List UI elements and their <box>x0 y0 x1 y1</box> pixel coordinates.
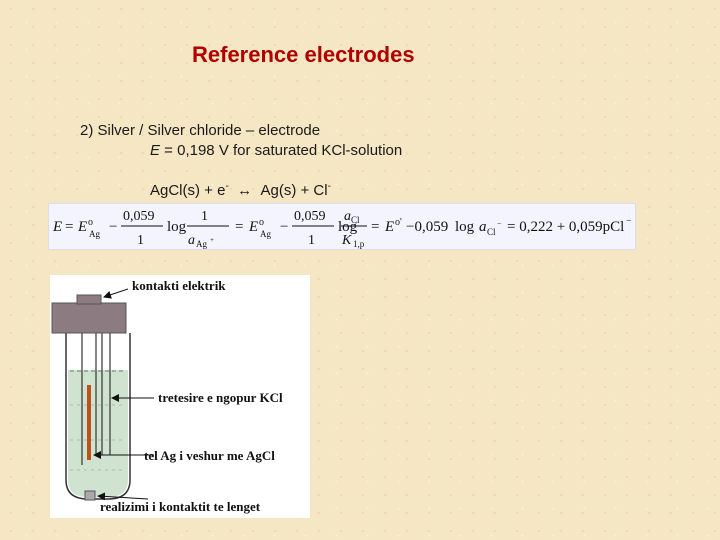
reaction-right: Ag(s) + Cl <box>260 182 328 199</box>
electrode-potential-line: E = 0,198 V for saturated KCl-solution <box>150 142 402 159</box>
svg-text:E: E <box>77 219 87 235</box>
electrode-schematic: kontakti elektrik tretesire e ngopur KCl… <box>51 278 283 514</box>
label-junction: realizimi i kontaktit te lenget <box>100 499 261 514</box>
svg-text:log: log <box>167 219 187 235</box>
svg-text:−: − <box>497 219 502 228</box>
reaction-left: AgCl(s) + e <box>150 182 226 199</box>
nernst-equation: E = E o Ag − 0,059 1 log 1 a Ag + = E o … <box>52 209 632 249</box>
svg-text:E: E <box>248 219 258 235</box>
half-reaction: AgCl(s) + e- ↔ Ag(s) + Cl- <box>150 181 331 199</box>
svg-text:0,059: 0,059 <box>123 209 155 224</box>
svg-text:1: 1 <box>308 233 315 248</box>
svg-text:=: = <box>65 219 73 235</box>
potential-symbol: E <box>150 142 161 159</box>
porous-junction <box>84 490 96 501</box>
svg-text:−0,059: −0,059 <box>406 219 448 235</box>
svg-text:Ag: Ag <box>196 239 207 249</box>
svg-text:1: 1 <box>201 209 208 224</box>
svg-text:o: o <box>88 217 93 228</box>
ag-agcl-wire <box>87 385 91 460</box>
svg-text:K: K <box>341 233 352 248</box>
contact-terminal <box>76 294 102 305</box>
svg-text:log: log <box>338 219 358 235</box>
svg-text:o: o <box>259 217 264 228</box>
svg-text:log: log <box>455 219 475 235</box>
svg-text:−: − <box>109 219 117 235</box>
svg-text:= 0,222 + 0,059pCl: = 0,222 + 0,059pCl <box>507 219 624 235</box>
svg-text:a: a <box>188 233 195 248</box>
reaction-right-charge: - <box>327 181 331 192</box>
svg-text:1: 1 <box>137 233 144 248</box>
svg-text:−: − <box>626 216 632 227</box>
svg-text:0,059: 0,059 <box>294 209 326 224</box>
label-solution: tretesire e ngopur KCl <box>158 390 283 405</box>
electrode-diagram: kontakti elektrik tretesire e ngopur KCl… <box>50 275 310 518</box>
reaction-left-charge: - <box>225 181 229 192</box>
svg-text:E: E <box>52 219 62 235</box>
svg-text:Ag: Ag <box>260 229 271 239</box>
svg-text:Cl: Cl <box>351 215 360 225</box>
potential-text: = 0,198 V for saturated KCl-solution <box>160 142 403 159</box>
label-wire: tel Ag i veshur me AgCl <box>144 448 275 463</box>
svg-text:a: a <box>479 219 487 235</box>
svg-text:a: a <box>344 209 351 224</box>
label-contact: kontakti elektrik <box>132 278 226 293</box>
svg-text:−: − <box>280 219 288 235</box>
nernst-equation-box: E = E o Ag − 0,059 1 log 1 a Ag + = E o … <box>48 203 636 250</box>
slide-title: Reference electrodes <box>192 42 415 67</box>
svg-text:E: E <box>384 219 394 235</box>
svg-text:o': o' <box>395 217 402 228</box>
reaction-arrow: ↔ <box>237 182 253 199</box>
svg-text:Cl: Cl <box>487 227 496 237</box>
electrode-cap <box>51 302 127 334</box>
kcl-solution <box>68 370 128 497</box>
svg-text:=: = <box>371 219 379 235</box>
svg-text:Ag: Ag <box>89 229 100 239</box>
svg-text:=: = <box>235 219 243 235</box>
svg-text:1,p: 1,p <box>353 239 365 249</box>
svg-text:+: + <box>210 236 214 244</box>
electrode-heading: 2) Silver / Silver chloride – electrode <box>80 122 321 139</box>
